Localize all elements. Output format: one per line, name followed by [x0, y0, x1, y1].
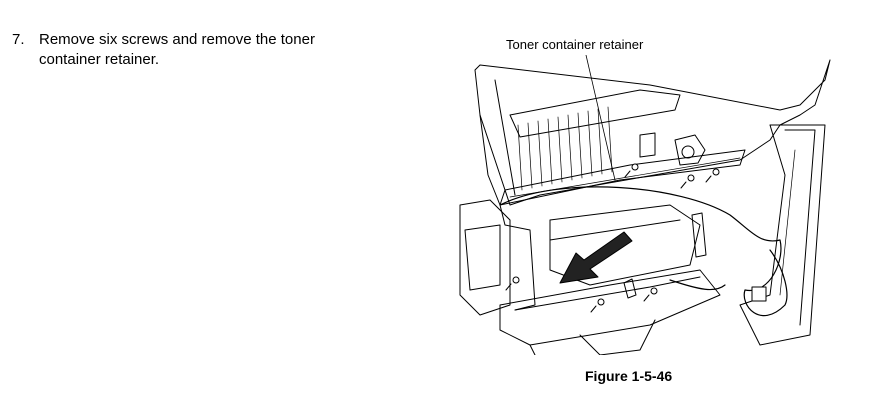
screw-icon	[680, 174, 695, 189]
frame-upper	[474, 59, 831, 206]
screw-icon	[590, 298, 605, 313]
callout-leader	[585, 55, 616, 181]
screw-icons	[505, 163, 720, 313]
screw-icon	[643, 287, 658, 302]
figure-caption: Figure 1-5-46	[585, 368, 673, 384]
screw-icon	[705, 168, 720, 183]
arrow-icon	[559, 231, 633, 284]
toner-container-retainer	[499, 149, 746, 206]
screw-icon	[505, 276, 520, 291]
screw-icon	[624, 163, 639, 178]
step-number: 7.	[12, 31, 25, 48]
callout-label: Toner container retainer	[506, 37, 644, 52]
step-text: Remove six screws and remove the toner c…	[39, 31, 315, 68]
cable	[499, 186, 788, 317]
figure-illustration	[459, 55, 831, 355]
